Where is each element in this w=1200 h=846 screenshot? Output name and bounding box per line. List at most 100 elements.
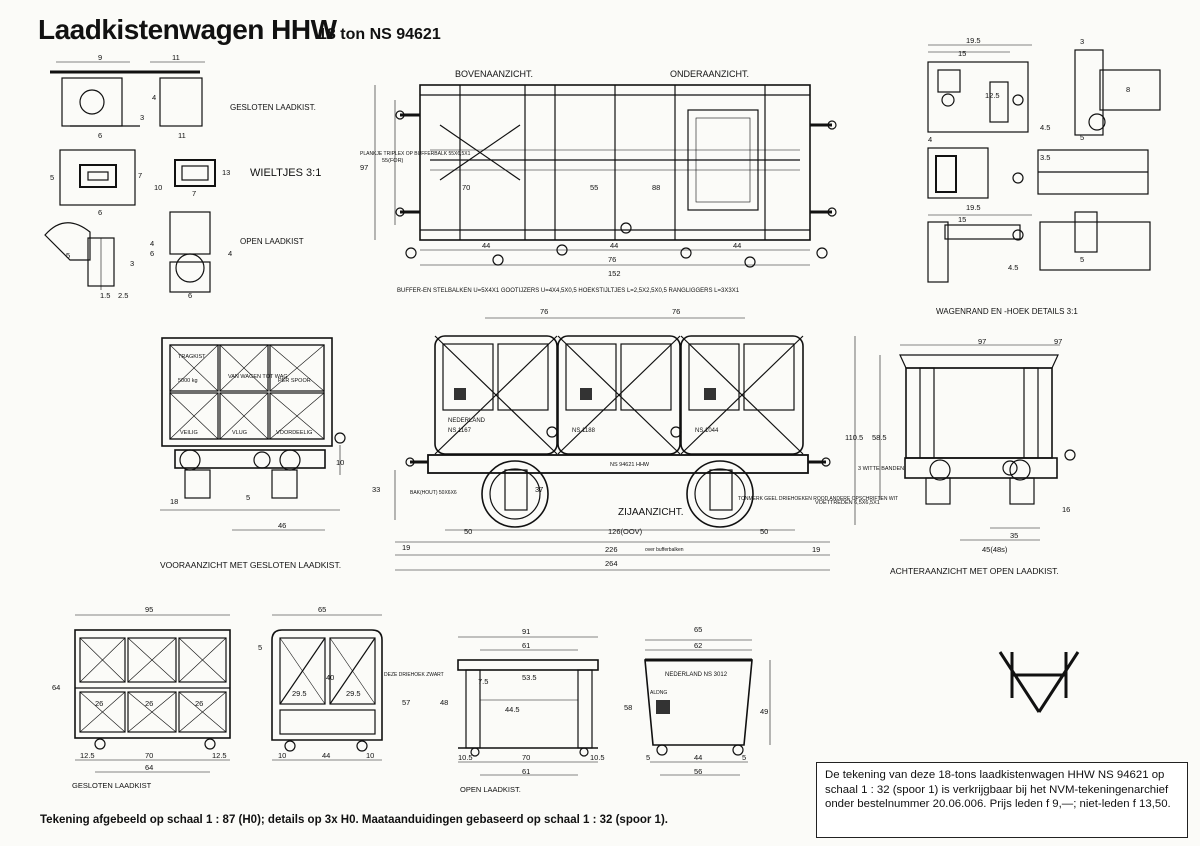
dim-plan-0: 97 [360, 163, 368, 172]
dim-det-9: 19.5 [966, 203, 981, 212]
front-panel-text-3: VAN WAGEN TOT WAG [228, 374, 288, 380]
dim-tl-15: 3 [130, 259, 134, 268]
dim-bo-8: 10.5 [590, 753, 605, 762]
dim-det-8: 3.5 [1040, 153, 1050, 162]
dim-be-2: 40 [326, 673, 334, 682]
dim-side-9: 226 [605, 545, 618, 554]
dim-be-4: 29.5 [346, 689, 361, 698]
order-info-box: De tekening van deze 18-tons laadkistenw… [816, 762, 1188, 838]
dim-front-0: 97 [978, 337, 986, 346]
dim-det-3: 4.5 [1040, 123, 1050, 132]
page-subtitle: 18 ton NS 94621 [318, 26, 441, 43]
dim-bo-9: 61 [522, 767, 530, 776]
label-deze-driehoek: DEZE DRIEHOEK ZWART [384, 672, 444, 678]
open-crate-end [644, 639, 771, 776]
dim-be-8: 10 [366, 751, 374, 760]
dim-bc-5: 12.5 [212, 751, 227, 760]
dim-bc-4: 70 [145, 751, 153, 760]
dim-bo-1: 61 [522, 641, 530, 650]
dim-tl-9: 10 [154, 183, 162, 192]
box-mark-2: NS 1188 [572, 428, 596, 434]
front-panel-text-7: VOORDEELIG [276, 430, 312, 436]
dim-det-5: 8 [1126, 85, 1130, 94]
dim-tl-3: 11 [178, 131, 186, 140]
edge-details [927, 44, 1161, 283]
front-panel-text-2: 5000 kg [178, 378, 198, 384]
label-voettreden-note: VOETTREDEN 6,5X6,5X1 [815, 500, 880, 506]
dim-be-1: 5 [258, 643, 262, 652]
rear-view [879, 344, 1076, 541]
page-title: Laadkistenwagen HHW [38, 14, 337, 45]
dim-rear-1: 58.5 [872, 433, 887, 442]
label-witte-banden: 3 WITTE BANDEN [858, 466, 904, 472]
wagon-mark: NS 94621 HHW [610, 462, 650, 468]
dim-rear-4: 45(48s) [982, 545, 1008, 554]
dim-det-10: 15 [958, 215, 966, 224]
dim-tl-2: 6 [98, 131, 102, 140]
dim-det-11: 4.5 [1008, 263, 1018, 272]
dim-bc-8: 26 [195, 699, 203, 708]
dim-side-7: 50 [760, 527, 768, 536]
footer-scale-note: Tekening afgebeeld op schaal 1 : 87 (H0)… [40, 814, 668, 826]
dim-plan-5: 44 [482, 241, 490, 250]
dim-bo-2: 53.5 [522, 673, 537, 682]
dim-tl-10: 13 [222, 168, 230, 177]
label-over-bufferbalken: over bufferbalken [645, 547, 684, 553]
label-open-laadkist: OPEN LAADKIST [240, 237, 304, 246]
dim-rear-0: 97 [1054, 337, 1062, 346]
dim-tl-18: 7 [192, 189, 196, 198]
dim-boe-4: 5 [646, 753, 650, 762]
dim-tl-7: 6 [98, 208, 102, 217]
dim-bc-0: 95 [145, 605, 153, 614]
dim-tl-4: 5 [50, 173, 54, 182]
dim-side-5: 50 [464, 527, 472, 536]
dim-side-10: 19 [812, 545, 820, 554]
dim-tl-0: 9 [98, 53, 102, 62]
open-crate-side [457, 636, 599, 776]
box-mark-1: NS 1167 [448, 428, 472, 434]
box-mark-3: NS 1044 [695, 428, 719, 434]
dim-tl-1: 11 [172, 53, 180, 62]
dim-tl-8: 7 [138, 171, 142, 180]
label-wieltjes: WIELTJES 3:1 [250, 167, 321, 179]
dim-plan-7: 44 [733, 241, 741, 250]
dim-bo-0: 91 [522, 627, 530, 636]
dim-bc-2: 26 [95, 699, 103, 708]
label-gesloten-laadkist-bottom: GESLOTEN LAADKIST [72, 781, 152, 790]
dim-tl-16: 1.5 [100, 291, 110, 300]
dim-bo-5: 44.5 [505, 705, 520, 714]
dim-plan-2: 70 [462, 183, 470, 192]
dim-be-3: 29.5 [292, 689, 307, 698]
box-mark-nederland: NEDERLAND [448, 418, 486, 424]
dim-side-2: 110.5 [845, 433, 863, 442]
nvm-logo [998, 651, 1080, 713]
dim-boe-5: 44 [694, 753, 702, 762]
dim-side-4: 37 [535, 485, 543, 494]
dim-tl-17: 2.5 [118, 291, 128, 300]
dim-det-7: 5 [1080, 133, 1084, 142]
label-bovenaanzicht: BOVENAANZICHT. [455, 69, 533, 79]
label-bak-note: BAK(HOUT) 50X6X6 [410, 490, 457, 496]
dim-rear-2: 16 [1062, 505, 1070, 514]
dim-plan-1: 55(FOR) [382, 158, 404, 164]
dim-tl-14: 5 [66, 251, 70, 260]
dim-plan-6: 44 [610, 241, 618, 250]
dim-side-3: 33 [372, 485, 380, 494]
dim-side-0: 76 [540, 307, 548, 316]
label-gesloten-laadkist: GESLOTEN LAADKIST. [230, 103, 316, 112]
label-wagenrand: WAGENRAND EN -HOEK DETAILS 3:1 [936, 307, 1078, 316]
dim-boe-1: 62 [694, 641, 702, 650]
front-panel-text-4: PER SPOOR [278, 378, 311, 384]
plan-view [374, 84, 837, 268]
label-buffer-note: BUFFER-EN STELBALKEN U=5X4X1 GOOTIJZERS … [397, 288, 740, 294]
dim-det-12: 5 [1080, 255, 1084, 264]
dim-side-1: 76 [672, 307, 680, 316]
dim-be-6: 10 [278, 751, 286, 760]
label-tonmerk-note: TONMERK GEEL DRIEHOEKEN ROOD ANDERE OPSC… [738, 496, 898, 502]
label-triplex-note: PLANKJE TRIPLEX OP BUFFERBALK 55X6,5X1 [360, 151, 471, 157]
dim-boe-3: 49 [760, 707, 768, 716]
dim-rear-3: 35 [1010, 531, 1018, 540]
dim-plan-3: 55 [590, 183, 598, 192]
dim-bo-3: 7.5 [478, 677, 488, 686]
